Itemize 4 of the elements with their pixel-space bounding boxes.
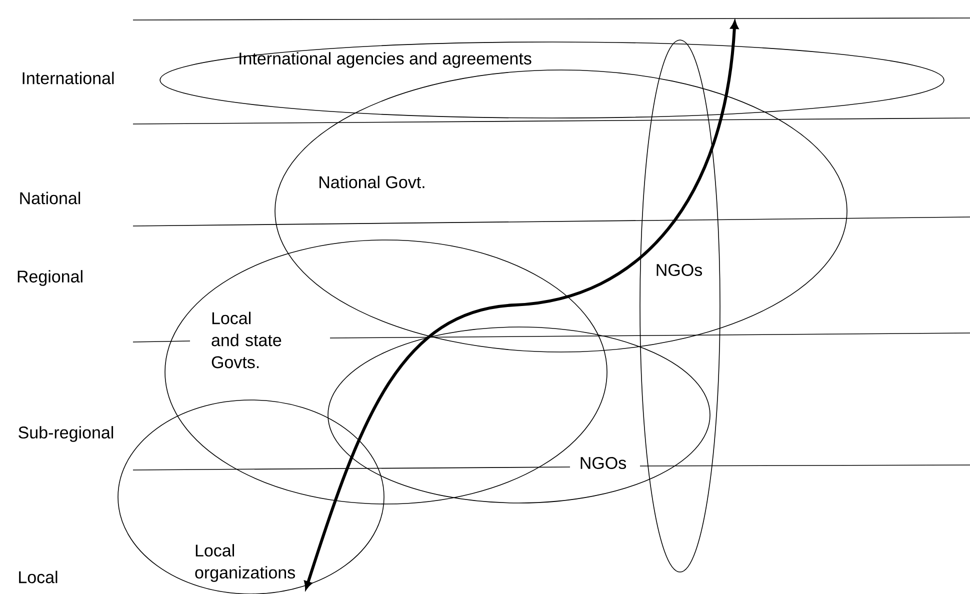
level-label: International (22, 72, 114, 84)
level-label: National (20, 192, 80, 204)
level-label: Local (19, 570, 58, 584)
level-label: Regional (18, 270, 82, 286)
